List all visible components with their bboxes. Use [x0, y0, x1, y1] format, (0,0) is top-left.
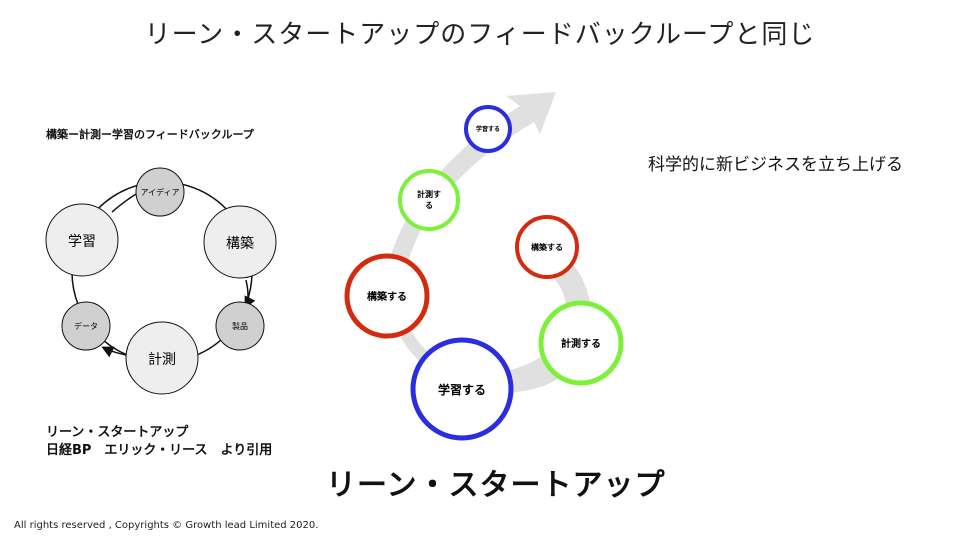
- growth-spiral-diagram: 学習する 計測する 構築する 構築する 計測す る 学習する: [344, 92, 624, 441]
- spiral-node-measure-right: 計測する: [538, 300, 624, 386]
- tagline: 科学的に新ビジネスを立ち上げる: [648, 155, 903, 175]
- feedback-loop-diagram: アイディア 構築 製品 計測 データ 学習: [45, 167, 277, 395]
- cycle-heading: 構築ー計測ー学習のフィードバックループ: [46, 128, 254, 141]
- node-data: データ: [61, 301, 111, 351]
- spiral-node-measure-right-label: 計測する: [561, 337, 601, 350]
- node-idea-label: アイディア: [140, 187, 179, 197]
- spiral-node-learn-top: 学習する: [464, 105, 512, 153]
- copyright-notice: All rights reserved , Copyrights © Growt…: [14, 520, 319, 531]
- spiral-node-measure-upper: 計測す る: [398, 169, 460, 231]
- node-idea: アイディア: [135, 167, 185, 217]
- node-product: 製品: [215, 301, 265, 351]
- spiral-node-measure-upper-label-1: 計測す: [417, 189, 441, 199]
- book-title: リーン・スタートアップ: [326, 468, 666, 503]
- citation-line-1: リーン・スタートアップ: [46, 425, 189, 440]
- node-build: 構築: [203, 205, 277, 279]
- spiral-node-learn-top-label: 学習する: [476, 125, 500, 133]
- node-learn-label: 学習: [68, 234, 96, 250]
- spiral-node-learn-big: 学習する: [410, 337, 514, 441]
- node-measure-label: 計測: [148, 352, 176, 368]
- node-learn: 学習: [45, 203, 119, 277]
- spiral-node-learn-big-label: 学習する: [438, 382, 486, 397]
- spiral-node-measure-upper-label-2: る: [425, 201, 433, 210]
- slide-title: リーン・スタートアップのフィードバックループと同じ: [144, 20, 816, 50]
- node-data-label: データ: [74, 321, 98, 331]
- citation: リーン・スタートアップ 日経BP エリック・リース より引用: [46, 424, 272, 460]
- spiral-node-build-left-label: 構築する: [367, 290, 407, 303]
- spiral-node-build-right: 構築する: [515, 215, 579, 279]
- spiral-node-build-right-label: 構築する: [531, 242, 563, 252]
- node-product-label: 製品: [232, 321, 248, 331]
- node-measure: 計測: [125, 321, 199, 395]
- node-build-label: 構築: [226, 236, 254, 252]
- loop-arrow-3: [101, 346, 127, 358]
- spiral-node-build-left: 構築する: [344, 253, 430, 339]
- citation-line-2: 日経BP エリック・リース より引用: [46, 443, 273, 458]
